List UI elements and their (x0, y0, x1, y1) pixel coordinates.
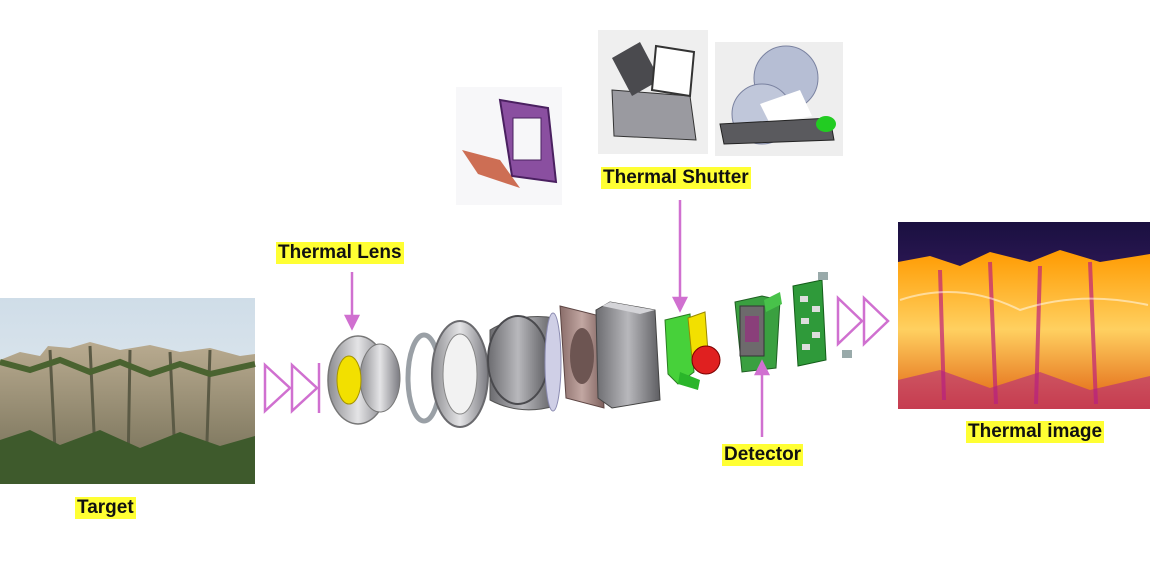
flow-chevrons-right (836, 295, 890, 347)
thermal-lens-part (327, 335, 401, 425)
shutter-blades-photo (715, 42, 843, 156)
camera-housing (595, 301, 661, 409)
lens-mount-flange (559, 305, 605, 409)
detector-label: Detector (722, 444, 804, 466)
thermal-image-label: Thermal image (966, 421, 1105, 443)
shutter-exploded-part (664, 311, 721, 390)
lens-barrel (487, 312, 562, 412)
detector-arrow (753, 359, 771, 437)
thermal-lens-arrow (343, 272, 361, 331)
shutter-frame-photo (456, 87, 562, 205)
thermal-shutter-arrow (671, 200, 689, 313)
flow-chevrons-left (263, 362, 321, 414)
thermal-image-photo (898, 222, 1150, 409)
thermal-lens-label: Thermal Lens (276, 242, 404, 264)
pcb-board-part (792, 272, 852, 367)
thermal-shutter-label: Thermal Shutter (601, 167, 751, 189)
focus-gear-ring (431, 320, 489, 428)
target-label: Target (75, 497, 136, 519)
target-photo (0, 298, 256, 484)
detector-part (734, 292, 782, 373)
shutter-box-photo (598, 30, 708, 154)
